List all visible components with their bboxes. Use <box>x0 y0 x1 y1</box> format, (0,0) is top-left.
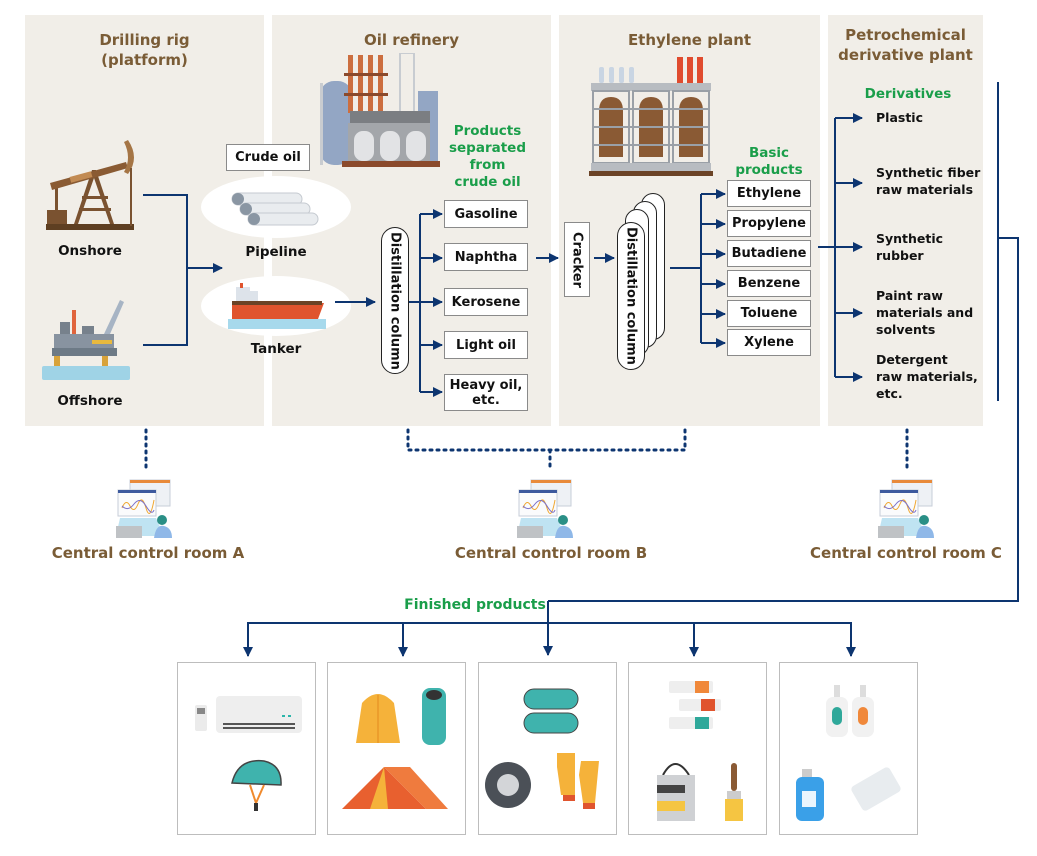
sleeping-bag-icon <box>422 688 446 745</box>
paint-bucket-icon <box>657 763 695 821</box>
ethylene-plant-icon <box>589 57 713 176</box>
title-line: Drilling rig <box>99 31 190 49</box>
finished-product-group-4 <box>628 662 767 835</box>
product-light-oil: Light oil <box>444 331 528 359</box>
control-room-c-icon <box>878 478 938 540</box>
heading-line: separated <box>448 140 526 156</box>
distillation-column-label: Distillation column <box>387 231 403 370</box>
finished-products-heading: Finished products <box>404 597 546 613</box>
control-room-b-label: Central control room B <box>454 544 648 562</box>
cracker-box: Cracker <box>564 222 590 297</box>
control-room-a-label: Central control room A <box>51 544 245 562</box>
derivative-plant-title: Petrochemical derivative plant <box>828 25 983 65</box>
refinery-distillation-column: Distillation column <box>381 227 409 374</box>
onshore-label: Onshore <box>58 243 122 259</box>
title-line: Petrochemical <box>845 26 966 44</box>
derivatives-heading: Derivatives <box>864 86 952 102</box>
tanker-label: Tanker <box>250 341 302 357</box>
oil-refinery-title: Oil refinery <box>364 31 459 49</box>
control-room-c-label: Central control room C <box>810 544 1002 562</box>
gloves-icon <box>557 753 599 809</box>
derivative-line: Synthetic <box>876 231 944 246</box>
derivative-line: raw materials, <box>876 369 978 384</box>
offshore-platform-icon <box>42 300 130 380</box>
heading-line: crude oil <box>454 174 521 190</box>
derivative-line: etc. <box>876 386 903 401</box>
basic-products-heading: Basic products <box>727 145 811 179</box>
finished-product-group-3 <box>478 662 617 835</box>
derivative-plastic: Plastic <box>876 109 923 126</box>
derivative-line: solvents <box>876 322 936 337</box>
ethylene-plant-title: Ethylene plant <box>627 31 752 49</box>
derivative-line: Plastic <box>876 110 923 125</box>
heading-line: products <box>735 162 803 178</box>
refinery-icon <box>320 53 440 167</box>
derivative-synthetic-fiber: Synthetic fiber raw materials <box>876 164 980 198</box>
pill-pack-icon <box>851 767 901 811</box>
control-room-a-icon <box>116 478 176 540</box>
ethylene-distillation-column: Distillation column <box>617 222 645 370</box>
product-kerosene: Kerosene <box>444 288 528 316</box>
drilling-rig-title: Drilling rig (platform) <box>25 30 264 70</box>
finished-product-group-2 <box>327 662 466 835</box>
control-room-b-icon <box>517 478 577 540</box>
product-line: Heavy oil, <box>449 377 523 393</box>
basic-product-benzene: Benzene <box>727 270 811 297</box>
derivative-line: raw materials <box>876 182 974 197</box>
product-gasoline: Gasoline <box>444 200 528 228</box>
product-line: etc. <box>472 392 500 408</box>
offshore-label: Offshore <box>57 393 123 409</box>
pump-bottles-icon <box>826 685 874 737</box>
basic-product-butadiene: Butadiene <box>727 240 811 267</box>
derivative-line: Synthetic fiber <box>876 165 981 180</box>
derivative-paint: Paint raw materials and solvents <box>876 287 973 338</box>
pipeline-label: Pipeline <box>245 244 307 260</box>
derivative-line: Paint raw <box>876 288 943 303</box>
finished-product-group-5 <box>779 662 918 835</box>
heading-line: Products <box>453 123 522 139</box>
pump-jack-icon <box>46 140 134 230</box>
title-line: derivative plant <box>838 46 973 64</box>
slippers-icon <box>523 688 579 734</box>
finished-product-group-1 <box>177 662 316 835</box>
basic-product-ethylene: Ethylene <box>727 180 811 207</box>
derivative-synthetic-rubber: Synthetic rubber <box>876 230 943 264</box>
crude-oil-box: Crude oil <box>226 144 310 171</box>
helmet-icon <box>231 759 282 811</box>
pipeline-icon <box>201 176 351 238</box>
detergent-bottle-icon <box>796 769 824 821</box>
heading-line: from <box>469 157 506 173</box>
derivative-detergent: Detergent raw materials, etc. <box>876 351 978 402</box>
product-heavy-oil: Heavy oil, etc. <box>444 374 528 411</box>
basic-product-toluene: Toluene <box>727 300 811 327</box>
basic-product-propylene: Propylene <box>727 210 811 237</box>
air-conditioner-icon <box>216 696 302 733</box>
product-naphtha: Naphtha <box>444 243 528 271</box>
tanker-icon <box>201 276 351 336</box>
title-line: (platform) <box>101 51 188 69</box>
refinery-products-heading: Products separated from crude oil <box>440 123 535 191</box>
tire-icon <box>485 762 531 808</box>
distillation-column-label: Distillation column <box>623 227 639 365</box>
jacket-icon <box>356 694 400 743</box>
paintbrush-icon <box>725 763 743 821</box>
cracker-label: Cracker <box>569 231 585 288</box>
derivative-line: materials and <box>876 305 974 320</box>
derivative-line: rubber <box>876 248 924 263</box>
remote-control-icon <box>195 705 207 731</box>
basic-product-xylene: Xylene <box>727 329 811 356</box>
heading-line: Basic <box>748 145 790 161</box>
derivative-line: Detergent <box>876 352 948 367</box>
tent-icon <box>342 767 448 809</box>
paint-tubes-icon <box>669 681 721 729</box>
